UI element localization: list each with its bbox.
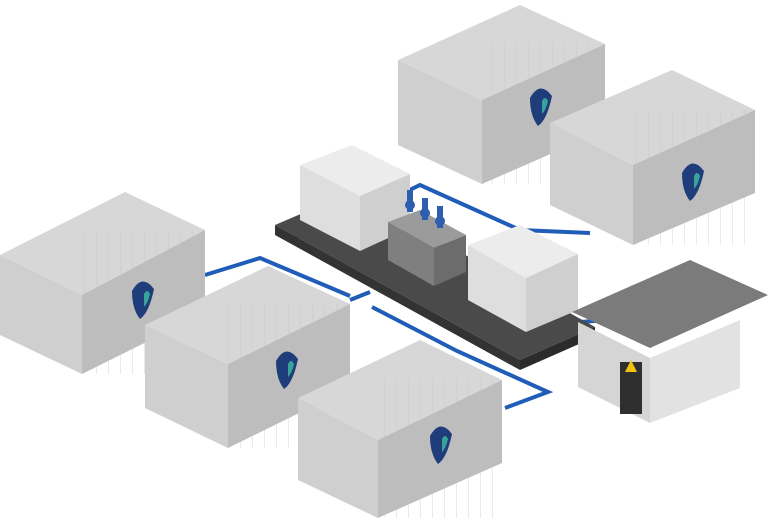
insulator-stem-1 xyxy=(407,190,413,212)
v-drop-logo-icon xyxy=(430,426,452,464)
high-voltage-warning-icon xyxy=(625,360,637,372)
transformer-insulators xyxy=(405,190,445,228)
switchgear-cabinet-right xyxy=(468,225,578,332)
cabinet-right-top xyxy=(468,225,578,278)
insulator-stem-3 xyxy=(437,206,443,228)
cabinet-left-top xyxy=(300,145,410,196)
transformer-front xyxy=(388,222,434,286)
v-drop-logo-icon xyxy=(682,163,704,201)
cabinet-right-side xyxy=(526,254,578,332)
building-side-wall xyxy=(650,320,740,423)
cable-front-container xyxy=(371,305,554,410)
control-building xyxy=(572,260,768,423)
battery-containers xyxy=(0,5,755,518)
platform-side xyxy=(520,327,595,370)
v-drop-logo-icon xyxy=(132,281,154,319)
insulator-stem-2 xyxy=(422,198,428,220)
battery-container-2 xyxy=(550,70,755,245)
battery-container-5 xyxy=(298,340,502,518)
transformer-side xyxy=(434,235,466,286)
power-transformer xyxy=(388,190,466,286)
building-roof xyxy=(572,260,768,348)
v-drop-logo-icon xyxy=(276,351,298,389)
battery-container-4 xyxy=(145,266,350,448)
building-door xyxy=(620,362,642,414)
cable-mid-link xyxy=(349,290,371,302)
cable-left-container xyxy=(204,255,351,298)
transformer-top xyxy=(388,210,466,248)
cabinet-right-front xyxy=(468,245,526,332)
v-drop-logo-icon xyxy=(530,88,552,126)
platform-front xyxy=(275,225,520,370)
cabinet-left-front xyxy=(300,165,360,251)
